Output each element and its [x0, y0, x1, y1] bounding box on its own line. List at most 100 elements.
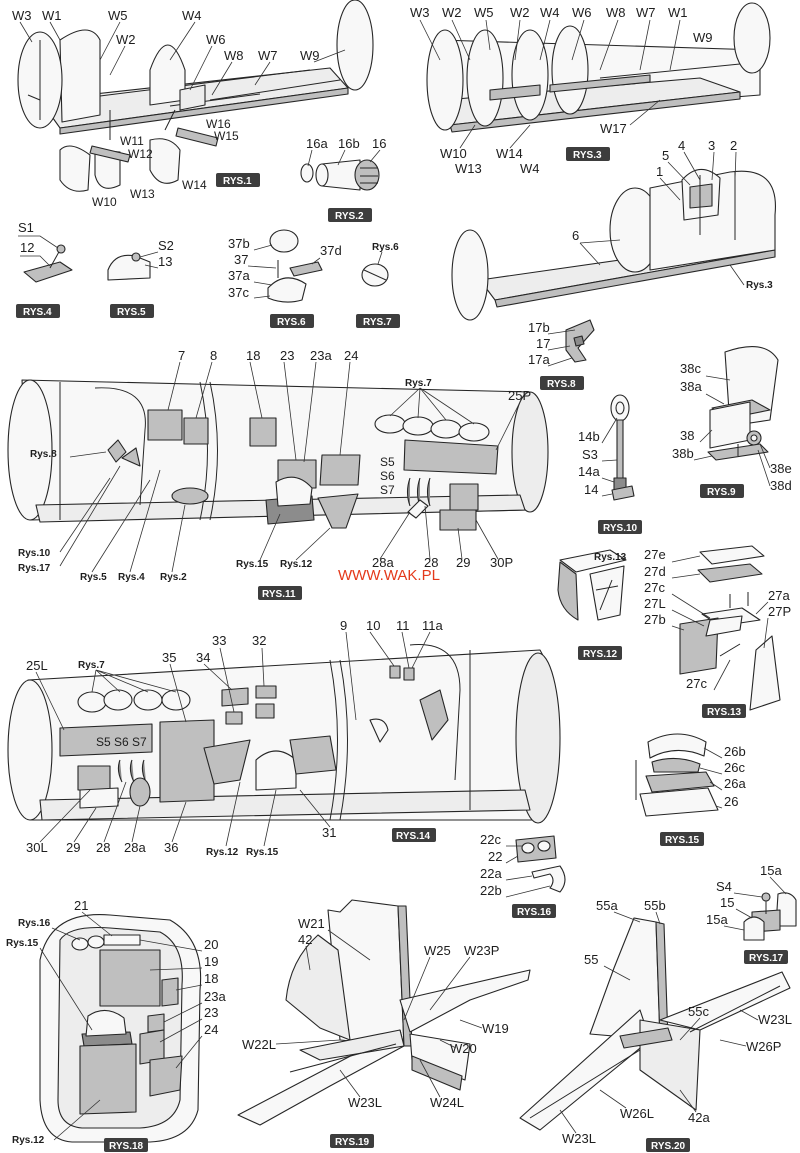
- svg-text:29: 29: [66, 840, 80, 855]
- svg-text:W10: W10: [92, 195, 117, 209]
- rys20-figure: 55a 55b 55 55c W23L W26P W26L W23L 42a: [519, 898, 792, 1146]
- svg-text:RYS.1: RYS.1: [223, 176, 252, 187]
- rys5-figure: S2 13: [107, 238, 174, 281]
- svg-text:22b: 22b: [480, 883, 502, 898]
- svg-text:W9: W9: [693, 30, 713, 45]
- svg-text:55: 55: [584, 952, 598, 967]
- svg-text:W6: W6: [572, 5, 592, 20]
- svg-text:5: 5: [662, 148, 669, 163]
- svg-text:W26L: W26L: [620, 1106, 654, 1121]
- svg-text:W26P: W26P: [746, 1039, 781, 1054]
- svg-text:RYS.9: RYS.9: [707, 487, 736, 498]
- svg-text:27b: 27b: [644, 612, 666, 627]
- svg-text:14a: 14a: [578, 464, 600, 479]
- svg-text:RYS.2: RYS.2: [335, 211, 364, 222]
- svg-text:W1: W1: [668, 5, 688, 20]
- svg-text:24: 24: [204, 1022, 218, 1037]
- svg-text:25L: 25L: [26, 658, 48, 673]
- rys8-figure: 17b 17 17a: [528, 319, 595, 367]
- svg-text:11: 11: [396, 618, 410, 633]
- rys12-figure: Rys.13: [557, 549, 627, 621]
- rys19-badge: RYS.19: [330, 1134, 374, 1148]
- svg-text:RYS.14: RYS.14: [396, 831, 431, 842]
- svg-text:Rys.15: Rys.15: [236, 559, 269, 570]
- rys7-badge: RYS.7: [356, 314, 400, 328]
- svg-text:15a: 15a: [706, 912, 728, 927]
- svg-text:Rys.13: Rys.13: [594, 552, 627, 563]
- svg-text:W14: W14: [182, 178, 207, 192]
- svg-text:27c: 27c: [644, 580, 665, 595]
- svg-text:28a: 28a: [124, 840, 146, 855]
- svg-text:13: 13: [158, 254, 172, 269]
- rys6-badge: RYS.6: [270, 314, 314, 328]
- svg-text:27a: 27a: [768, 588, 790, 603]
- svg-text:Rys.12: Rys.12: [12, 1135, 45, 1146]
- svg-text:23: 23: [280, 348, 294, 363]
- svg-text:26: 26: [724, 794, 738, 809]
- svg-text:S3: S3: [582, 447, 598, 462]
- rys1-figure: [17, 0, 374, 192]
- svg-text:37a: 37a: [228, 268, 250, 283]
- svg-text:15: 15: [720, 895, 734, 910]
- svg-text:RYS.15: RYS.15: [665, 835, 700, 846]
- svg-text:W23L: W23L: [758, 1012, 792, 1027]
- svg-text:W25: W25: [424, 943, 451, 958]
- svg-text:Rys.7: Rys.7: [405, 378, 432, 389]
- svg-text:Rys.16: Rys.16: [18, 918, 51, 929]
- svg-text:W3: W3: [12, 8, 32, 23]
- svg-text:33: 33: [212, 633, 226, 648]
- svg-text:14b: 14b: [578, 429, 600, 444]
- svg-text:S2: S2: [158, 238, 174, 253]
- rys18-badge: RYS.18: [104, 1138, 148, 1152]
- svg-text:S7: S7: [380, 483, 395, 497]
- svg-text:27P: 27P: [768, 604, 791, 619]
- svg-text:W20: W20: [450, 1041, 477, 1056]
- svg-text:Rys.15: Rys.15: [246, 847, 279, 858]
- svg-text:W23L: W23L: [348, 1095, 382, 1110]
- svg-text:35: 35: [162, 650, 176, 665]
- svg-text:28: 28: [424, 555, 438, 570]
- svg-text:34: 34: [196, 650, 210, 665]
- svg-text:RYS.5: RYS.5: [117, 307, 146, 318]
- svg-text:38e: 38e: [770, 461, 792, 476]
- svg-text:25P: 25P: [508, 388, 531, 403]
- svg-text:27e: 27e: [644, 547, 666, 562]
- svg-text:W3: W3: [410, 5, 430, 20]
- svg-text:6: 6: [572, 228, 579, 243]
- rys4-badge: RYS.4: [16, 304, 60, 318]
- rys1-badge: RYS.1: [216, 173, 260, 187]
- svg-text:22: 22: [488, 849, 502, 864]
- rys13-badge: RYS.13: [702, 704, 746, 718]
- svg-text:37d: 37d: [320, 243, 342, 258]
- svg-text:S5: S5: [380, 455, 395, 469]
- svg-text:18: 18: [204, 971, 218, 986]
- svg-text:RYS.16: RYS.16: [517, 907, 552, 918]
- svg-text:16b: 16b: [338, 136, 360, 151]
- svg-text:37: 37: [234, 252, 248, 267]
- svg-text:RYS.4: RYS.4: [23, 307, 52, 318]
- svg-text:Rys.4: Rys.4: [118, 572, 145, 583]
- svg-text:Rys.7: Rys.7: [78, 660, 105, 671]
- svg-text:14: 14: [584, 482, 598, 497]
- svg-text:S6: S6: [380, 469, 395, 483]
- svg-text:Rys.12: Rys.12: [280, 559, 313, 570]
- rys17-figure: 15a S4 15 15a: [706, 863, 797, 941]
- svg-text:W2: W2: [116, 32, 136, 47]
- svg-text:38b: 38b: [672, 446, 694, 461]
- svg-text:W9: W9: [300, 48, 320, 63]
- svg-text:7: 7: [178, 348, 185, 363]
- svg-text:2: 2: [730, 138, 737, 153]
- rys10-figure: 14b S3 14a 14: [578, 394, 635, 501]
- svg-text:W2: W2: [442, 5, 462, 20]
- svg-text:38: 38: [680, 428, 694, 443]
- svg-text:W23L: W23L: [562, 1131, 596, 1146]
- svg-text:36: 36: [164, 840, 178, 855]
- svg-text:W8: W8: [606, 5, 626, 20]
- svg-text:W13: W13: [455, 161, 482, 176]
- svg-text:W4: W4: [182, 8, 202, 23]
- svg-text:16: 16: [372, 136, 386, 151]
- rys10-badge: RYS.10: [598, 520, 642, 534]
- svg-text:W24L: W24L: [430, 1095, 464, 1110]
